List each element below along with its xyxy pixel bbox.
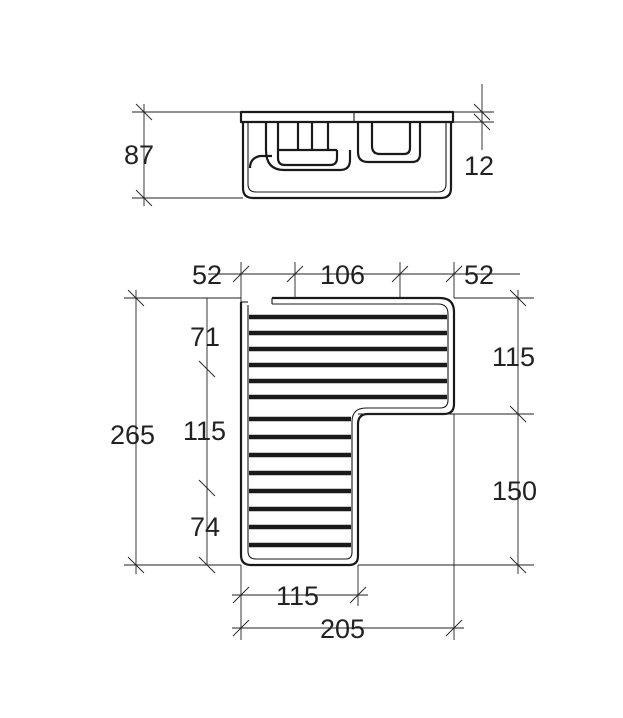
dim-265-tick-top <box>127 289 145 307</box>
dim-top-tick-1 <box>232 265 250 283</box>
plan-view: 52 106 52 265 71 115 74 115 150 115 <box>110 260 537 644</box>
dim-87-tick-bottom <box>135 189 153 207</box>
dim-right-tick-2 <box>509 405 527 423</box>
dim-right-top-label: 115 <box>492 342 535 372</box>
side-view-inner-wall <box>247 122 447 193</box>
dim-top-tick-4 <box>445 265 463 283</box>
dim-left-tick-2 <box>198 479 216 497</box>
dim-87-tick-top <box>135 103 153 121</box>
dim-right-tick-3 <box>509 556 527 574</box>
dim-left-bottom-label: 74 <box>190 512 220 542</box>
side-view-rod-left <box>264 122 352 172</box>
dim-12-tick-bottom <box>473 113 491 131</box>
plan-outer-outline <box>239 296 456 567</box>
side-view-body <box>241 122 453 200</box>
dim-left-mid-label: 115 <box>183 416 226 446</box>
dim-bottom-inner-tick-2 <box>349 586 367 604</box>
dim-right-bottom-label: 150 <box>492 476 537 506</box>
side-view-rod-right <box>356 122 422 164</box>
dim-bottom-overall-tick-1 <box>232 619 250 637</box>
dim-12-tick-top <box>473 103 491 121</box>
side-view-rod-right-inner <box>370 122 412 156</box>
side-view-left-curl <box>248 154 272 169</box>
side-view-rod-inner <box>276 122 339 167</box>
dim-top-tick-3 <box>391 265 409 283</box>
plan-inner-outline <box>247 303 449 560</box>
dim-265-label: 265 <box>110 420 155 450</box>
dim-left-tick-1 <box>198 360 216 378</box>
dim-bottom-overall-label: 205 <box>320 614 365 644</box>
dim-bottom-inner-label: 115 <box>276 581 319 611</box>
dim-bottom-overall-tick-2 <box>445 619 463 637</box>
dim-right-tick-1 <box>509 289 527 307</box>
dim-12-label: 12 <box>464 151 494 181</box>
side-view: 87 12 <box>124 84 494 207</box>
dim-left-tick-3 <box>198 556 216 574</box>
dim-top-mid-label: 106 <box>320 260 365 290</box>
dim-bottom-inner-tick-1 <box>232 586 250 604</box>
dim-265-tick-bottom <box>127 556 145 574</box>
dim-top-left-label: 52 <box>192 260 222 290</box>
dim-top-tick-2 <box>286 265 304 283</box>
side-view-top-plate <box>239 110 455 124</box>
dim-left-top-label: 71 <box>190 322 220 352</box>
dim-87-label: 87 <box>124 140 154 170</box>
dim-top-right-label: 52 <box>464 260 494 290</box>
